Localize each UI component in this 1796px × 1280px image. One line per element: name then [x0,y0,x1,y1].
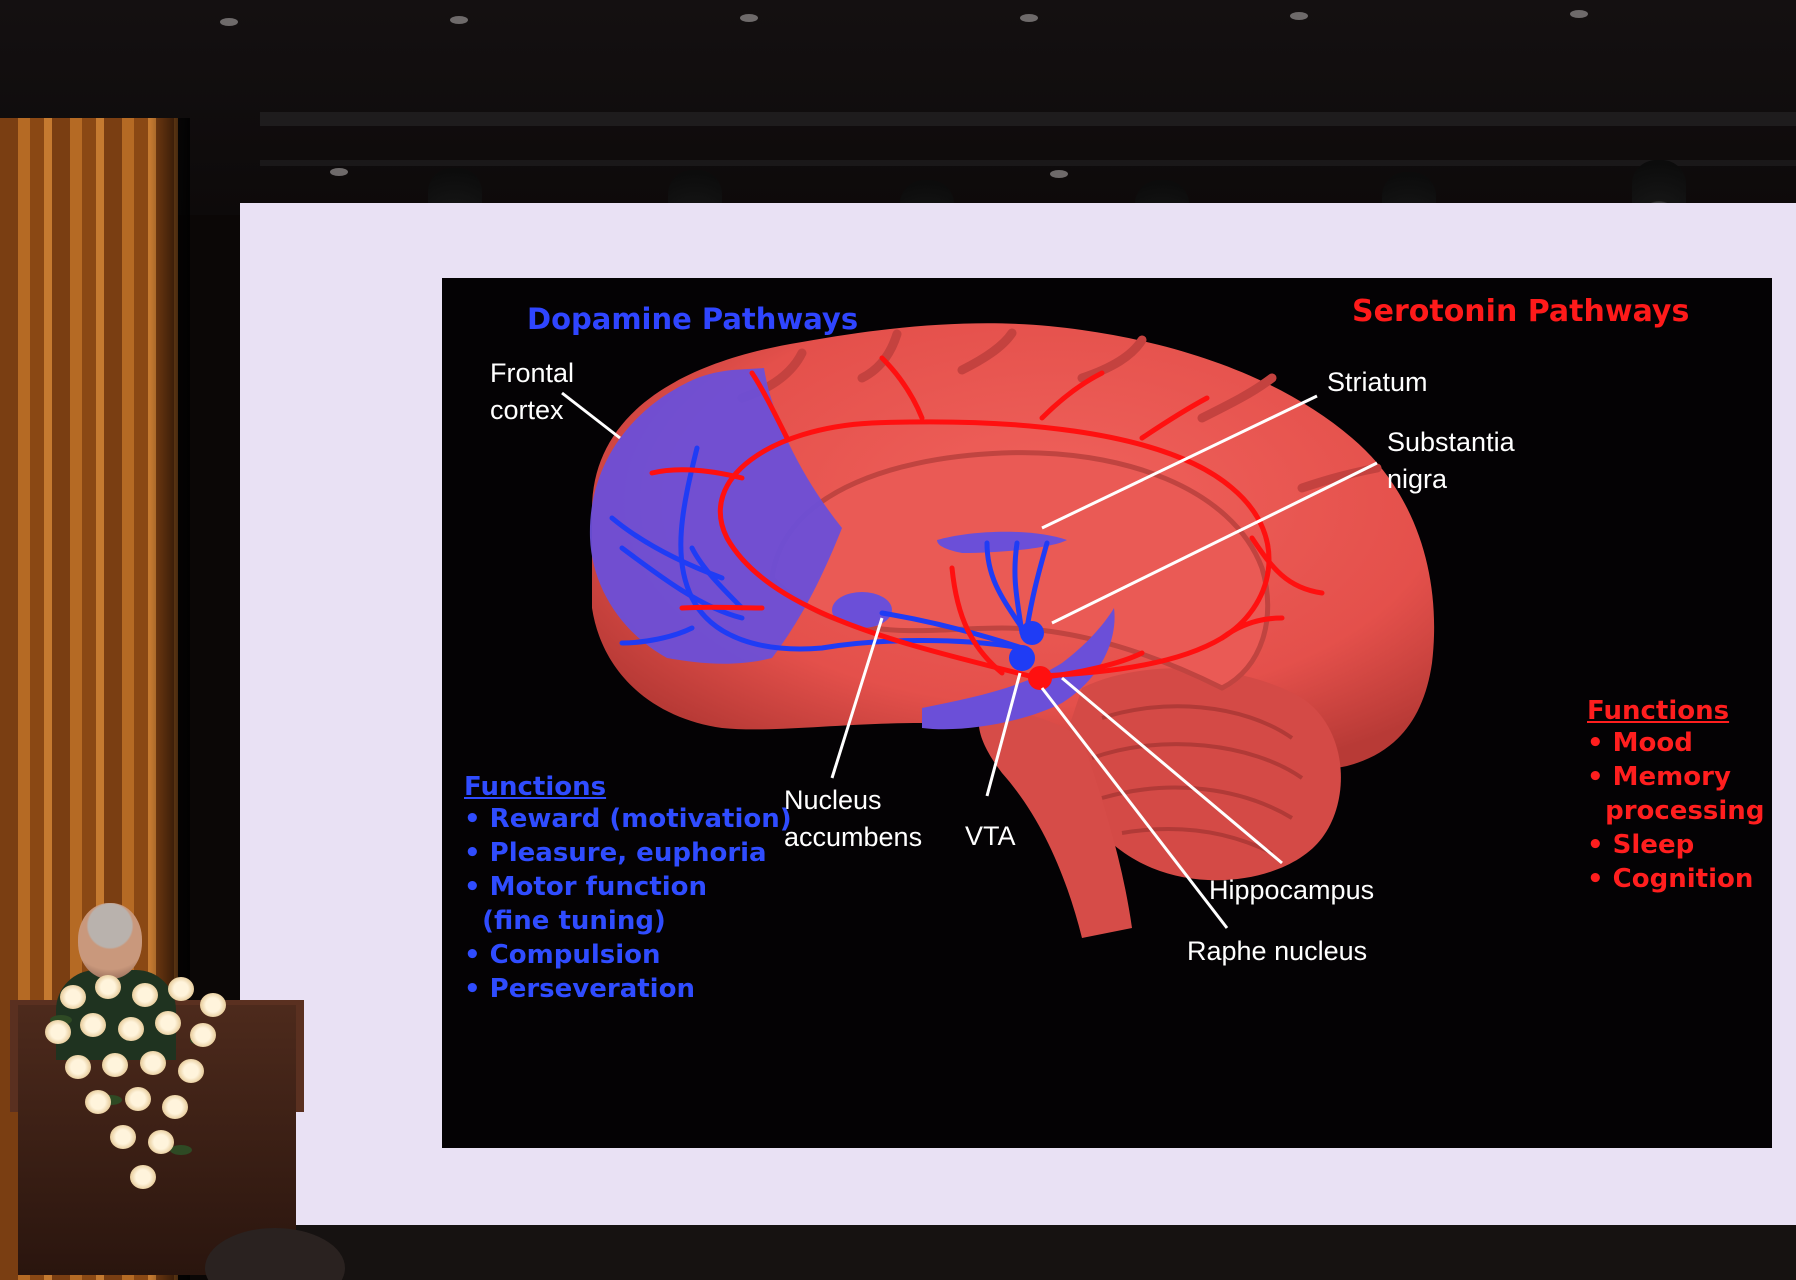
presentation-slide: Dopamine Pathways Serotonin Pathways Fro… [442,278,1772,1148]
lighting-truss-lower [260,160,1796,166]
raphe-nucleus-marker [1028,666,1052,690]
serotonin-functions-heading: Functions [1587,696,1730,726]
label-frontal-cortex-line2: cortex [490,395,564,425]
label-striatum: Striatum [1327,367,1428,397]
serotonin-functions-list: Functions • Mood • Memory processing • S… [1587,696,1764,896]
substantia-nigra-marker [1020,621,1044,645]
dopamine-function-item: • Compulsion [464,940,661,970]
ceiling-spot-icon [330,168,348,176]
ceiling-spot-icon [740,14,758,22]
striatum-region [937,531,1067,553]
label-vta: VTA [965,821,1016,851]
label-substantia-nigra-line2: nigra [1387,464,1448,494]
flower-icon [80,1013,106,1037]
leaf-icon [100,1095,122,1105]
dopamine-functions-list: Functions • Reward (motivation) • Pleasu… [464,772,792,1006]
flower-icon [162,1095,188,1119]
label-hippocampus: Hippocampus [1209,875,1375,905]
nigrostriatal-pathway [984,540,1025,631]
serotonin-function-item: • Cognition [1587,864,1754,894]
hippocampus-region [922,608,1115,730]
ceiling [0,0,1796,215]
ceiling-spot-icon [1290,12,1308,20]
flower-icon [140,1051,166,1075]
dopamine-functions-heading: Functions [464,772,607,802]
flower-icon [178,1059,204,1083]
label-substantia-nigra-line1: Substantia [1387,427,1515,457]
flower-icon [132,983,158,1007]
flower-icon [85,1090,111,1114]
serotonin-function-item: • Mood [1587,728,1693,758]
label-substantia-nigra: Substantia nigra [1387,424,1515,498]
lighting-truss [260,112,1796,126]
label-raphe-nucleus: Raphe nucleus [1187,936,1368,966]
ceiling-spot-icon [450,16,468,24]
speaker-head [78,903,142,979]
dopamine-function-item: • Motor function [464,872,708,902]
ceiling-spot-icon [1570,10,1588,18]
flower-icon [168,977,194,1001]
dopamine-function-item: • Pleasure, euphoria [464,838,767,868]
label-frontal-cortex: Frontal cortex [490,355,574,429]
flower-icon [65,1055,91,1079]
stage-floor [240,1225,1796,1280]
ceiling-spot-icon [1050,170,1068,178]
flower-icon [102,1053,128,1077]
flower-arrangement [40,975,240,1225]
brain-pathways-diagram [561,323,1435,938]
dopamine-function-item: • Perseveration [464,974,695,1004]
flower-icon [200,993,226,1017]
label-nucleus-accumbens: Nucleus accumbens [784,782,922,856]
flower-icon [125,1087,151,1111]
brainstem [978,708,1132,938]
flower-icon [95,975,121,999]
flower-icon [130,1165,156,1189]
serotonin-function-item: processing [1587,796,1765,826]
ceiling-spot-icon [1020,14,1038,22]
leaf-icon [170,1145,192,1155]
label-frontal-cortex-line1: Frontal [490,358,575,388]
flower-icon [148,1130,174,1154]
label-nucleus-accumbens-line1: Nucleus [784,785,882,815]
flower-icon [118,1017,144,1041]
vta-marker [1009,645,1035,671]
flower-icon [45,1020,71,1044]
serotonin-function-item: • Memory [1587,762,1731,792]
flower-icon [110,1125,136,1149]
flower-icon [60,985,86,1009]
label-nucleus-accumbens-line2: accumbens [784,822,923,852]
ceiling-spot-icon [220,18,238,26]
serotonin-function-item: • Sleep [1587,830,1695,860]
cerebellum [1065,668,1341,881]
serotonin-pathways-title: Serotonin Pathways [1352,294,1690,329]
dopamine-pathways-title: Dopamine Pathways [527,302,859,336]
dopamine-function-item: (fine tuning) [464,906,666,936]
dopamine-function-item: • Reward (motivation) [464,804,792,834]
flower-icon [190,1023,216,1047]
mesocortical-pathway [678,445,1025,652]
nucleus-accumbens-region [832,592,892,628]
flower-icon [155,1011,181,1035]
